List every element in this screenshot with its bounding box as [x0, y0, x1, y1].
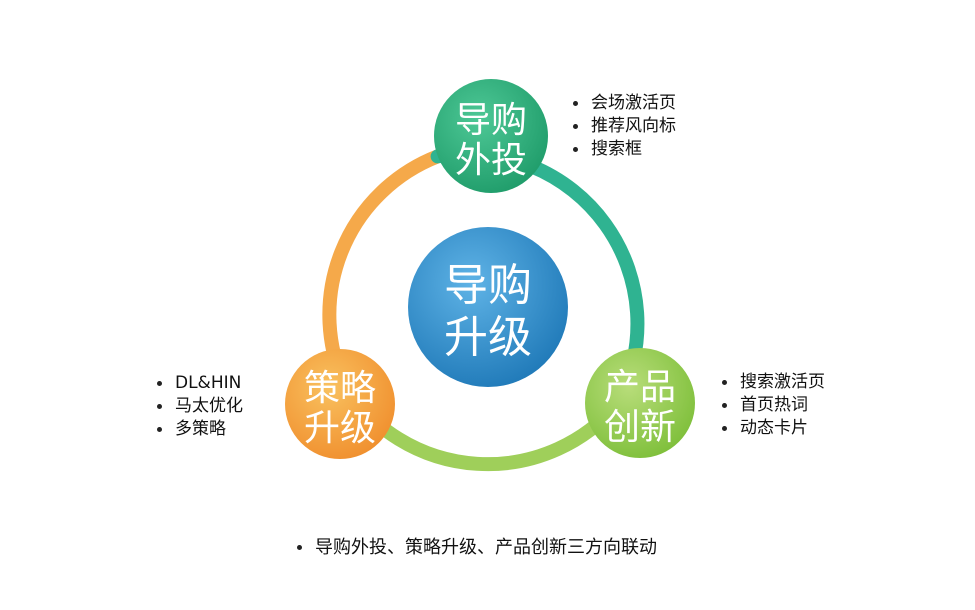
- top-node-line1: 导购: [455, 100, 527, 141]
- list-item: 推荐风向标: [569, 115, 676, 138]
- top-node-line2: 外投: [455, 140, 527, 181]
- top-node: 导购 外投: [434, 79, 548, 193]
- summary-bullet: 导购外投、策略升级、产品创新三方向联动: [293, 536, 657, 559]
- right-node-bullets: 搜索激活页 首页热词 动态卡片: [718, 371, 825, 440]
- left-circle: [285, 349, 395, 459]
- right-node-line1: 产品: [604, 367, 676, 408]
- list-item: 马太优化: [153, 395, 243, 418]
- list-item: 动态卡片: [718, 417, 825, 440]
- center-node: 导购 升级: [408, 227, 568, 387]
- list-item: 多策略: [153, 418, 243, 441]
- left-node-bullets: DL&HIN 马太优化 多策略: [153, 372, 243, 441]
- list-item: 搜索激活页: [718, 371, 825, 394]
- center-node-line1: 导购: [444, 260, 532, 311]
- top-node-bullets: 会场激活页 推荐风向标 搜索框: [569, 92, 676, 161]
- list-item: 导购外投、策略升级、产品创新三方向联动: [293, 536, 657, 559]
- left-node-line1: 策略: [304, 368, 376, 409]
- center-circle: [408, 227, 568, 387]
- center-node-line2: 升级: [444, 312, 532, 363]
- list-item: 首页热词: [718, 394, 825, 417]
- right-node: 产品 创新: [585, 348, 695, 458]
- right-circle: [585, 348, 695, 458]
- list-item: DL&HIN: [153, 372, 243, 395]
- list-item: 会场激活页: [569, 92, 676, 115]
- top-circle: [434, 79, 548, 193]
- left-node: 策略 升级: [285, 349, 395, 459]
- list-item: 搜索框: [569, 138, 676, 161]
- right-node-line2: 创新: [604, 407, 676, 448]
- left-node-line2: 升级: [304, 408, 376, 449]
